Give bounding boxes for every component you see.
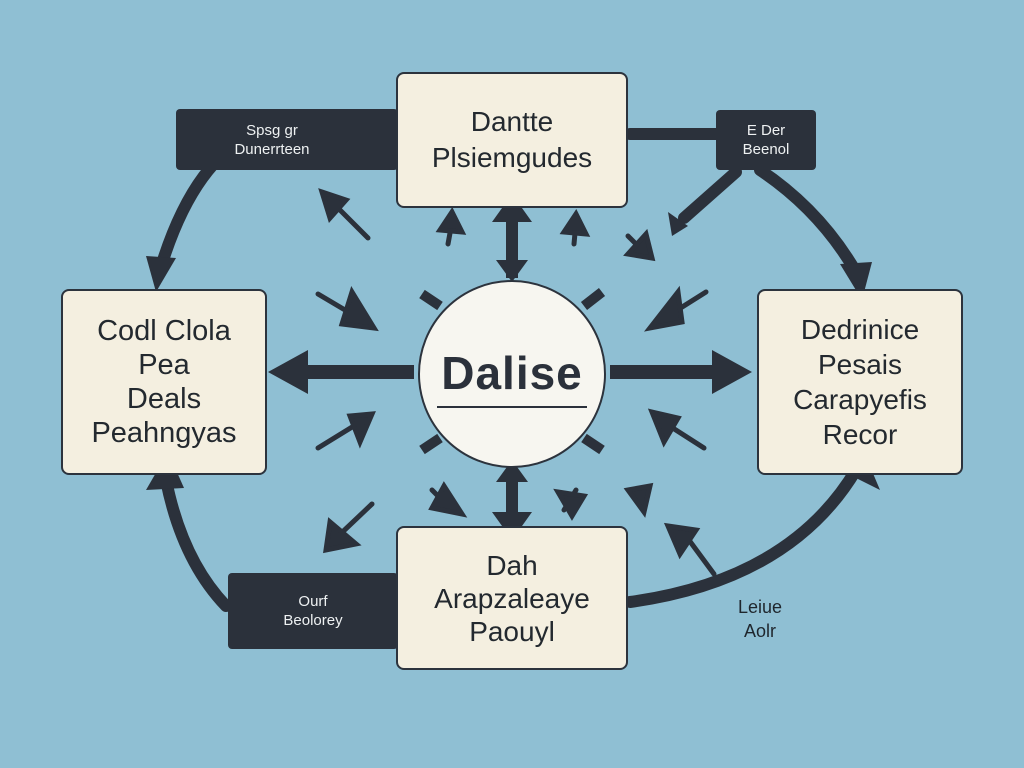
small-arrow-10 — [428, 481, 468, 518]
tag-top-right: E Der Beenol — [716, 110, 816, 170]
small-arrow-9 — [323, 501, 375, 554]
arrowhead-hub-down-inner — [496, 460, 528, 482]
node-bottom-line-2: Arapzaleaye — [434, 582, 590, 614]
node-top-line-2: Plsiemgudes — [431, 142, 593, 173]
hub-tick-ul — [419, 289, 443, 311]
small-arrow-4 — [623, 228, 656, 262]
hub-title: Dalise — [441, 347, 583, 399]
small-arrow-13 — [663, 522, 717, 577]
node-left-line-1: Codl Clola — [97, 315, 231, 347]
small-arrow-7 — [315, 411, 376, 451]
node-right[interactable]: Dedrinice Pesais Carapyefis Recor — [757, 289, 963, 475]
tag-top-left: Spsg gr Dunerrteen — [176, 109, 398, 170]
tag-bottom-left-line-2: Beolorey — [283, 612, 343, 629]
cycle-arc-bottom-right — [624, 464, 862, 608]
small-arrow-3 — [559, 209, 591, 247]
node-right-line-3: Carapyefis — [793, 384, 927, 415]
central-hub[interactable]: Dalise — [418, 280, 606, 468]
node-left-line-3: Deals — [126, 383, 202, 415]
tag-bottom-left: Ourf Beolorey — [228, 573, 398, 649]
tag-bottom-left-line-1: Ourf — [298, 593, 328, 610]
tag-top-left-line-2: Dunerrteen — [234, 140, 310, 158]
hub-tick-lr — [581, 433, 605, 455]
arrowhead-cycle-left-down — [146, 256, 176, 292]
node-left-line-4: Peahngyas — [91, 417, 237, 449]
cycle-arc-bottom-left — [160, 474, 232, 612]
node-right-line-4: Recor — [822, 419, 898, 450]
arrowhead-hub-right — [712, 350, 752, 394]
hub-tick-ll — [419, 433, 443, 455]
arrowhead-hub-up — [492, 194, 532, 222]
arrowhead-hub-left — [268, 350, 308, 394]
cycle-arc-top-right — [624, 128, 862, 278]
tag-top-left-line-1: Spsg gr — [246, 121, 298, 139]
small-arrow-2 — [435, 207, 467, 247]
hub-tick-ur — [580, 288, 606, 310]
small-arrow-1 — [318, 188, 371, 241]
hub-underline — [437, 406, 587, 408]
node-left[interactable]: Codl Clola Pea Deals Peahngyas — [61, 289, 267, 475]
tag-top-right-line-1: E Der — [746, 122, 786, 139]
tag-top-right-line-2: Beenol — [742, 141, 790, 158]
small-arrow-11 — [553, 487, 589, 521]
node-right-line-2: Pesais — [817, 349, 903, 380]
pointer-top-right — [678, 166, 742, 224]
node-top-line-1: Dantte — [470, 106, 554, 137]
small-arrow-8 — [647, 408, 707, 451]
small-arrow-12 — [623, 482, 654, 518]
node-top[interactable]: Dantte Plsiemgudes — [396, 72, 628, 208]
node-bottom-line-1: Dah — [486, 549, 538, 581]
label-bottom-right-line-1: Leiue — [737, 597, 783, 617]
small-arrow-5 — [315, 285, 379, 332]
arrowhead-hub-up-inner — [496, 260, 528, 282]
label-bottom-right: Leiue Aolr — [712, 595, 808, 643]
arrowhead-pointer-top-right — [668, 212, 688, 236]
node-bottom-line-3: Paouyl — [469, 615, 555, 647]
label-bottom-right-line-2: Aolr — [743, 621, 776, 641]
node-bottom[interactable]: Dah Arapzaleaye Paouyl — [396, 526, 628, 670]
node-left-line-2: Pea — [138, 349, 190, 381]
node-right-line-1: Dedrinice — [800, 314, 920, 345]
small-arrow-6 — [643, 285, 709, 332]
